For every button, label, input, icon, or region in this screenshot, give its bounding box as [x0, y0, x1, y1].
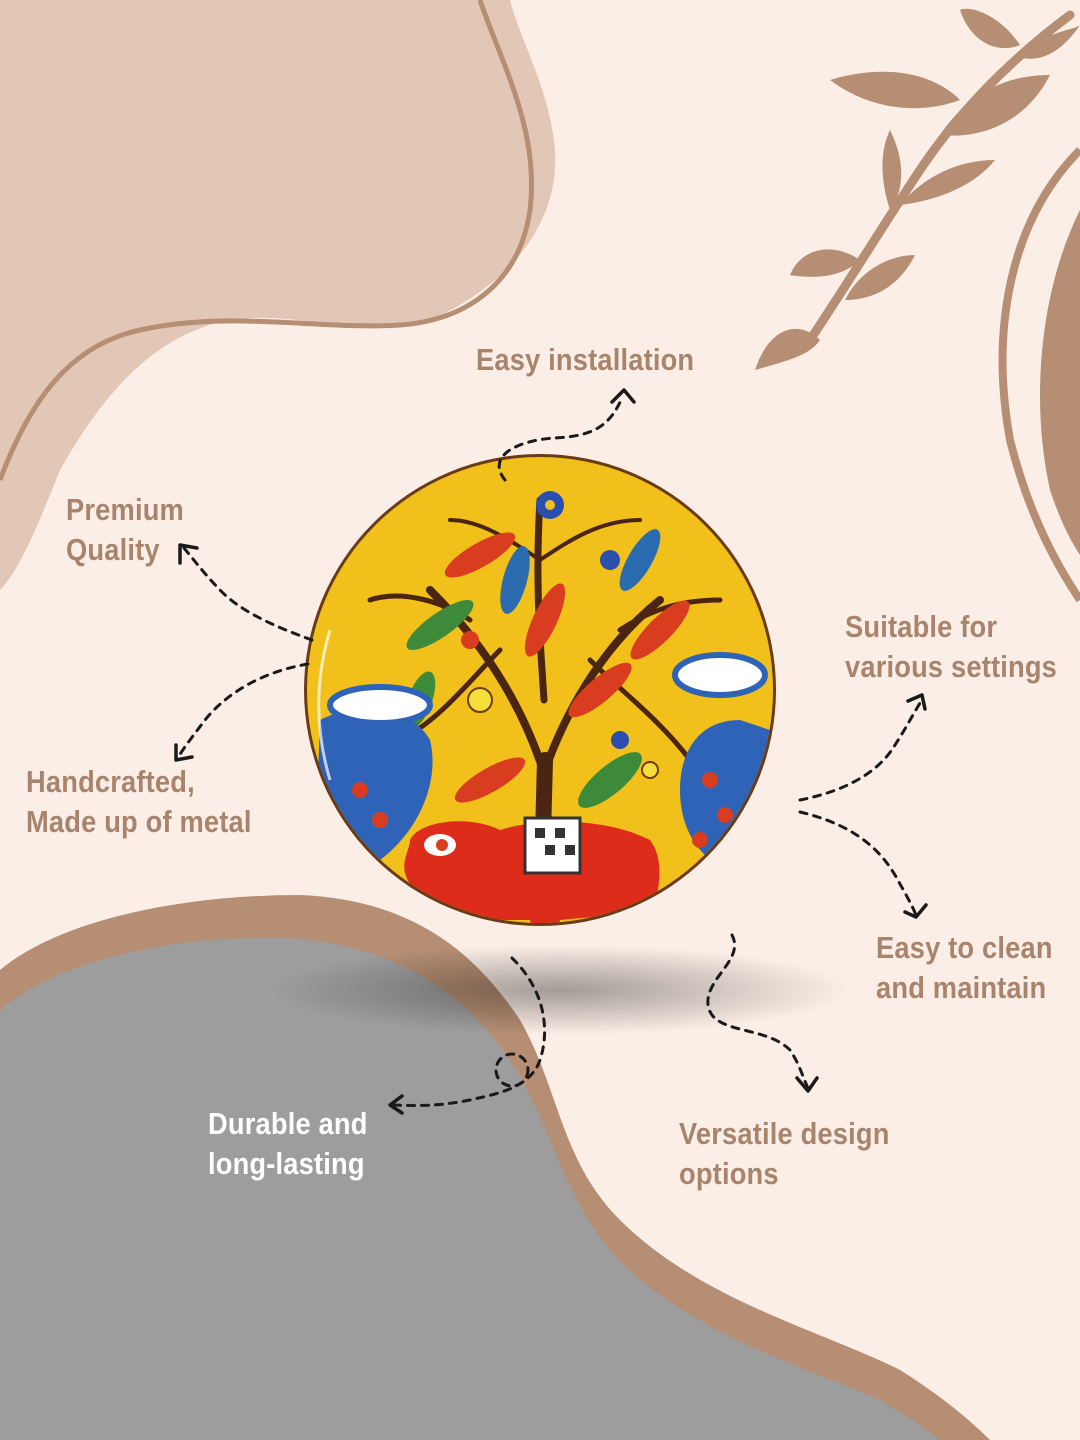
- feature-premium-quality: Premium Quality: [66, 490, 184, 570]
- top-left-outline-curve: [0, 0, 534, 481]
- feature-easy-clean: Easy to clean and maintain: [876, 928, 1053, 1008]
- feature-versatile-line-2: options: [679, 1156, 779, 1191]
- arrow-handcrafted: [176, 662, 310, 760]
- feature-premium-quality-line-1: Premium: [66, 492, 184, 527]
- feature-durable-line-2: long-lasting: [208, 1146, 365, 1181]
- feature-easy-installation: Easy installation: [476, 340, 694, 380]
- feature-easy-clean-line-1: Easy to clean: [876, 930, 1053, 965]
- feature-handcrafted-line-2: Made up of metal: [26, 804, 252, 839]
- arrow-easy-clean: [798, 810, 918, 917]
- feature-easy-clean-line-2: and maintain: [876, 970, 1047, 1005]
- arrow-easy-installation: [497, 396, 624, 482]
- arrow-versatile: [706, 933, 810, 1090]
- arrow-suitable-settings: [798, 698, 924, 802]
- feature-versatile: Versatile design options: [679, 1114, 890, 1194]
- feature-suitable-settings: Suitable for various settings: [845, 607, 1057, 687]
- top-left-blob: [0, 0, 556, 590]
- bottom-gray-blob: [0, 937, 940, 1440]
- feature-easy-installation-line-1: Easy installation: [476, 342, 695, 377]
- feature-versatile-line-1: Versatile design: [679, 1116, 890, 1151]
- leaf-branch-icon: [755, 8, 1080, 370]
- connector-arrows: [176, 396, 924, 1107]
- right-edge-arc: [998, 147, 1080, 603]
- feature-durable-line-1: Durable and: [208, 1106, 368, 1141]
- feature-suitable-settings-line-2: various settings: [845, 649, 1058, 684]
- feature-handcrafted: Handcrafted, Made up of metal: [26, 762, 252, 842]
- feature-premium-quality-line-2: Quality: [66, 532, 160, 567]
- feature-handcrafted-line-1: Handcrafted,: [26, 764, 195, 799]
- arrowheads: [174, 388, 928, 1115]
- right-edge-blob: [1040, 210, 1080, 555]
- feature-suitable-settings-line-1: Suitable for: [845, 609, 998, 644]
- arrow-premium-quality: [182, 546, 314, 642]
- plate-shadow: [270, 945, 850, 1035]
- feature-durable: Durable and long-lasting: [208, 1104, 368, 1184]
- madhubani-plate-icon: [304, 454, 776, 926]
- arrow-durable-loop: [494, 1052, 530, 1088]
